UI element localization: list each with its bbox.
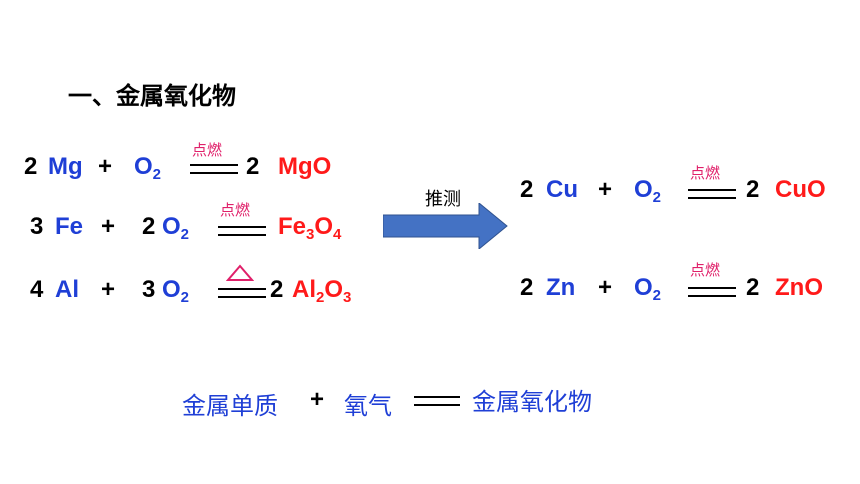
reaction-condition: 点燃 [690, 261, 721, 279]
product-formula: ZnO [775, 274, 823, 301]
equals-sign [218, 288, 266, 298]
coefficient: 2 [24, 153, 38, 180]
oxygen-formula: O2 [634, 274, 662, 304]
heat-triangle-icon [226, 264, 254, 281]
equation-cu: 2 Cu + O2 2 CuO [0, 170, 860, 210]
coefficient: 4 [30, 276, 44, 303]
equals-sign [688, 189, 736, 199]
coefficient: 2 [142, 213, 156, 240]
coefficient: 3 [30, 213, 44, 240]
product-formula: Fe3O4 [278, 213, 342, 243]
summary-equals-sign [414, 396, 460, 406]
coefficient: 2 [520, 176, 534, 203]
oxygen-formula: O2 [162, 276, 190, 306]
coefficient: 3 [142, 276, 156, 303]
summary-reactant-metal: 金属单质 [182, 392, 278, 420]
oxygen-formula: O2 [634, 176, 662, 206]
product-formula: Al2O3 [292, 276, 352, 306]
equation-mg: 2 Mg + O2 2 MgO [0, 147, 400, 187]
plus-sign: + [98, 153, 113, 180]
coefficient: 2 [270, 276, 284, 303]
plus-sign: + [598, 176, 613, 203]
reaction-condition: 点燃 [192, 141, 223, 159]
equals-sign [688, 287, 736, 297]
coefficient: 2 [746, 176, 760, 203]
equation-zn: 2 Zn + O2 2 ZnO [0, 268, 860, 308]
product-formula: MgO [278, 153, 332, 180]
reactant-metal: Cu [546, 176, 578, 203]
summary-reactant-oxygen: 氧气 [344, 392, 392, 420]
section-title: 一、金属氧化物 [68, 82, 236, 110]
plus-sign: + [101, 276, 116, 303]
coefficient: 2 [746, 274, 760, 301]
oxygen-formula: O2 [162, 213, 190, 243]
product-formula: CuO [775, 176, 826, 203]
equation-al: 4 Al + 3 O2 2 Al2O3 [0, 270, 400, 310]
plus-sign: + [598, 274, 613, 301]
coefficient: 2 [246, 153, 260, 180]
equals-sign [218, 226, 266, 236]
arrow-label: 推测 [425, 189, 461, 210]
summary-product: 金属氧化物 [472, 388, 592, 416]
reactant-metal: Al [55, 276, 79, 303]
oxygen-formula: O2 [134, 153, 162, 183]
right-arrow-icon [383, 203, 508, 249]
reactant-metal: Fe [55, 213, 84, 240]
summary-plus-sign: + [310, 386, 325, 413]
equals-sign [190, 164, 238, 174]
reaction-condition: 点燃 [220, 201, 251, 219]
coefficient: 2 [520, 274, 534, 301]
equation-fe: 3 Fe + 2 O2 Fe3O4 [0, 207, 400, 247]
reactant-metal: Mg [48, 153, 83, 180]
reaction-condition: 点燃 [690, 164, 721, 182]
plus-sign: + [101, 213, 116, 240]
reactant-metal: Zn [546, 274, 576, 301]
